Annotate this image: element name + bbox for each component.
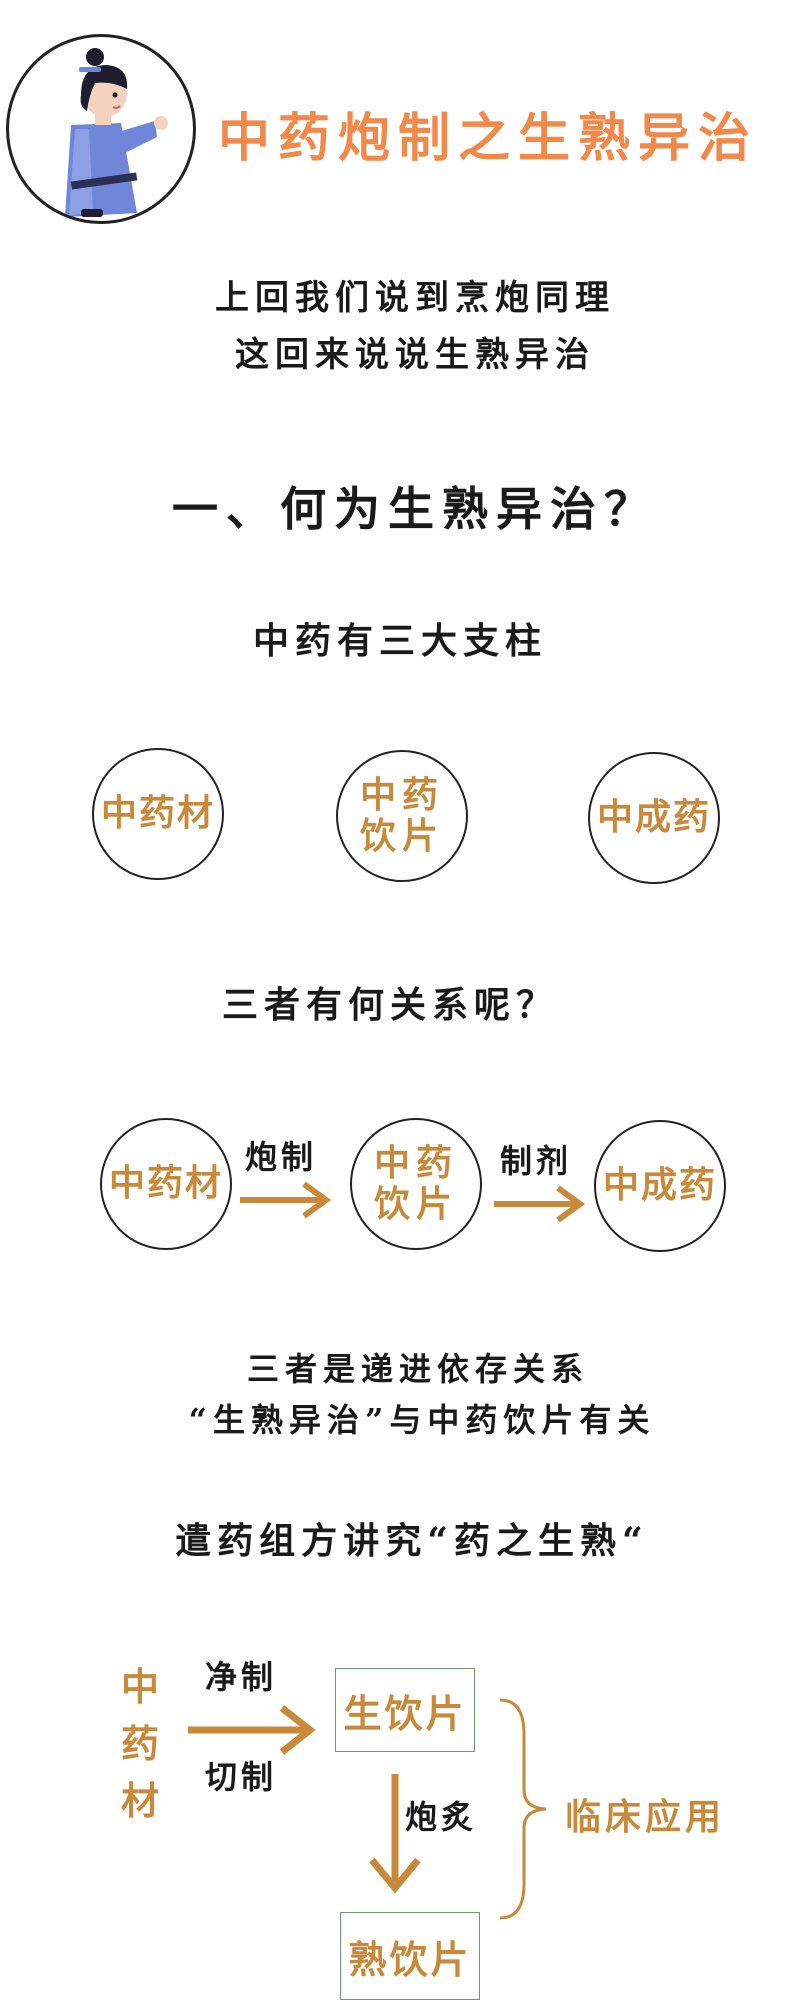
pillar-patent-medicine: 中成药	[588, 752, 720, 884]
step2-arrow-icon	[369, 1774, 421, 1894]
flow-node-decoction-pieces: 中药饮片	[350, 1118, 482, 1250]
step1-arrow-icon	[188, 1705, 316, 1755]
diagram-source-label: 中药材	[120, 1664, 159, 1823]
flow-node-label: 中成药	[602, 1164, 717, 1207]
pillar-label: 中药饮片	[360, 773, 445, 857]
avatar	[6, 34, 196, 224]
pillar-label: 中成药	[596, 796, 711, 839]
step-roast-label: 炮炙	[405, 1798, 478, 1836]
flow-node-herbal-material: 中药材	[100, 1118, 232, 1250]
pillar-label: 中药材	[100, 792, 215, 835]
right-brace-icon	[499, 1698, 547, 1920]
pillar-herbal-material: 中药材	[92, 748, 224, 880]
pillars-heading: 中药有三大支柱	[252, 620, 547, 662]
pillar-decoction-pieces: 中药饮片	[336, 750, 468, 882]
page-title: 中药炮制之生熟异治	[218, 108, 759, 169]
step-clean-label: 净制	[205, 1658, 278, 1696]
principle-heading: 遣药组方讲究“药之生熟“	[175, 1520, 649, 1562]
raw-pieces-box: 生饮片	[335, 1668, 475, 1752]
clinical-use-label: 临床应用	[565, 1796, 726, 1838]
flow-node-patent-medicine: 中成药	[594, 1120, 726, 1252]
cooked-pieces-box: 熟饮片	[340, 1912, 480, 2000]
flow-arrow-1-icon	[240, 1181, 332, 1219]
relation-text-2: “生熟异治”与中药饮片有关	[188, 1401, 656, 1439]
relation-text-1: 三者是递进依存关系	[246, 1350, 589, 1388]
scholar-avatar-icon	[65, 48, 168, 217]
flow-node-label: 中药材	[108, 1162, 223, 1205]
step-cut-label: 切制	[205, 1758, 278, 1796]
intro-line-1: 上回我们说到烹炮同理	[215, 278, 615, 318]
intro-line-2: 这回来说说生熟异治	[235, 335, 595, 375]
flow-arrow-2-label: 制剂	[500, 1142, 573, 1180]
flow-node-label: 中药饮片	[374, 1141, 459, 1225]
flow-arrow-1-label: 炮制	[245, 1138, 318, 1176]
section-heading: 一、何为生熟异治？	[172, 482, 658, 536]
flow-arrow-2-icon	[494, 1185, 586, 1223]
relation-heading: 三者有何关系呢？	[221, 984, 558, 1026]
